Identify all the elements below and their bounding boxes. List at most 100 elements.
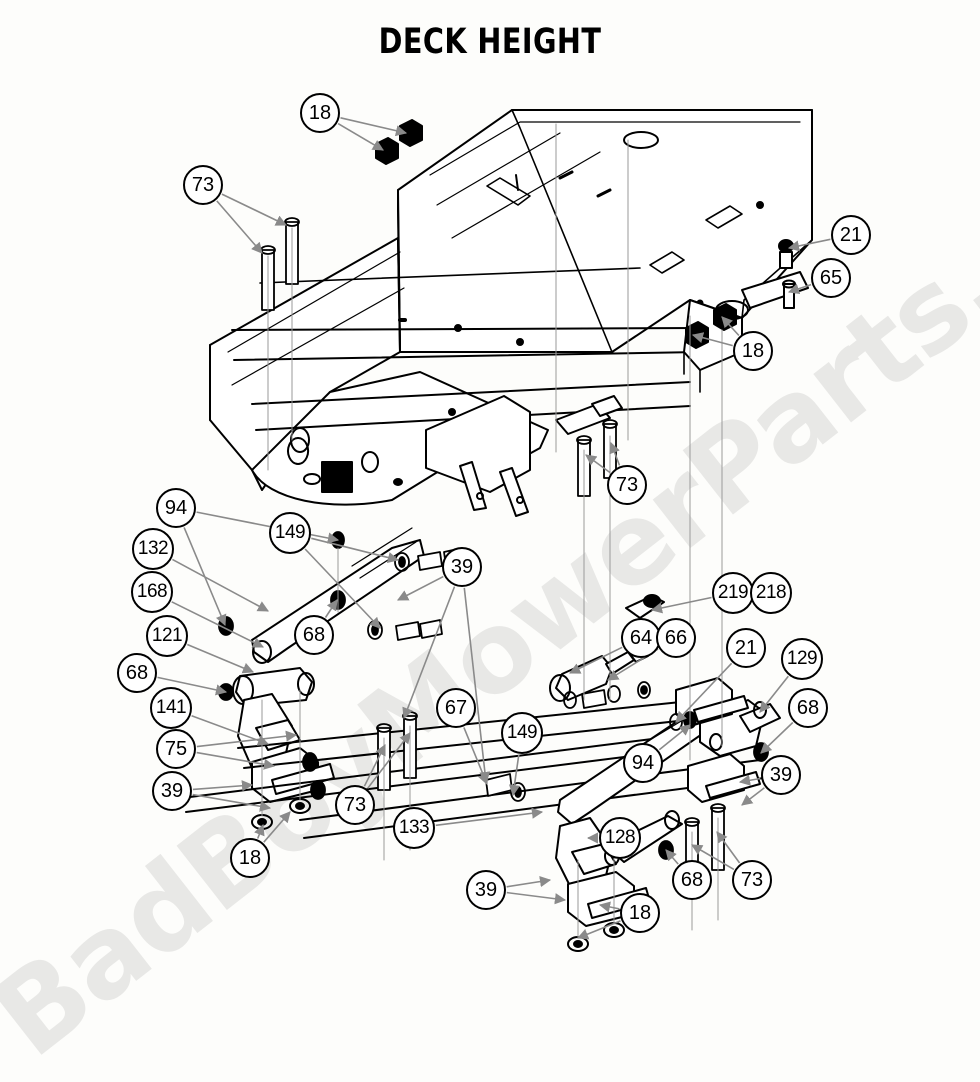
leader-line — [196, 751, 276, 770]
callout-label: 18 — [238, 846, 262, 869]
callout-168[interactable]: 168 — [131, 571, 173, 613]
callout-149[interactable]: 149 — [269, 512, 311, 554]
callout-133[interactable]: 133 — [393, 807, 435, 849]
callout-128[interactable]: 128 — [599, 817, 641, 859]
callout-73[interactable]: 73 — [732, 860, 772, 900]
callout-68[interactable]: 68 — [672, 860, 712, 900]
callout-label: 39 — [769, 763, 793, 786]
callout-75[interactable]: 75 — [156, 729, 196, 769]
leader-line — [324, 599, 338, 618]
leader-line — [675, 662, 733, 723]
leader-line — [585, 454, 611, 474]
leader-line — [263, 811, 291, 843]
callout-label: 218 — [755, 582, 787, 603]
leader-line — [787, 238, 831, 252]
callout-label: 94 — [631, 751, 655, 774]
callout-label: 64 — [629, 626, 653, 649]
callout-21[interactable]: 21 — [831, 215, 871, 255]
callout-label: 128 — [604, 827, 636, 848]
callout-67[interactable]: 67 — [436, 688, 476, 728]
diagram-sheet: DECK HEIGHT BadBoyMowerParts.com — [0, 22, 980, 1082]
leader-line — [665, 849, 679, 865]
callout-39[interactable]: 39 — [152, 771, 192, 811]
callout-18[interactable]: 18 — [300, 93, 340, 133]
leader-line — [508, 754, 520, 797]
callout-68[interactable]: 68 — [294, 615, 334, 655]
callout-18[interactable]: 18 — [620, 893, 660, 933]
callout-18[interactable]: 18 — [733, 331, 773, 371]
leader-line — [363, 743, 386, 787]
leader-line — [658, 724, 691, 751]
callout-219[interactable]: 219 — [712, 572, 754, 614]
leader-line — [192, 793, 272, 812]
leader-line — [186, 643, 255, 674]
callout-label: 66 — [664, 626, 688, 649]
leader-line — [397, 575, 444, 601]
callout-132[interactable]: 132 — [132, 528, 174, 570]
leader-line — [506, 891, 567, 905]
leader-line — [598, 901, 620, 913]
callout-18[interactable]: 18 — [230, 838, 270, 878]
leader-line — [721, 316, 740, 337]
callout-39[interactable]: 39 — [442, 547, 482, 587]
callout-39[interactable]: 39 — [761, 755, 801, 795]
callout-149[interactable]: 149 — [501, 712, 543, 754]
callout-94[interactable]: 94 — [156, 488, 196, 528]
leader-line — [402, 586, 456, 720]
callout-label: 141 — [155, 697, 187, 718]
leader-line — [463, 587, 491, 784]
callout-218[interactable]: 218 — [750, 572, 792, 614]
leader-line — [463, 727, 489, 786]
leader-line — [221, 193, 288, 226]
callout-66[interactable]: 66 — [656, 618, 696, 658]
page-title: DECK HEIGHT — [378, 22, 602, 62]
callout-65[interactable]: 65 — [811, 258, 851, 298]
callout-73[interactable]: 73 — [335, 785, 375, 825]
leader-lines — [157, 117, 831, 940]
leader-line — [337, 122, 384, 151]
callout-label: 73 — [740, 868, 764, 891]
callout-label: 68 — [796, 696, 820, 719]
leader-line — [760, 721, 794, 754]
callout-label: 65 — [819, 266, 843, 289]
leader-line — [172, 558, 269, 612]
callout-label: 21 — [839, 223, 863, 246]
leader-line — [691, 844, 735, 871]
callout-label: 132 — [137, 538, 169, 559]
callout-label: 75 — [164, 737, 188, 760]
callout-141[interactable]: 141 — [150, 687, 192, 729]
callout-label: 39 — [160, 779, 184, 802]
leader-line — [157, 676, 228, 696]
leader-line — [691, 332, 733, 347]
callout-label: 18 — [308, 101, 332, 124]
leader-line — [192, 780, 254, 792]
leader-line — [609, 441, 621, 466]
callout-121[interactable]: 121 — [146, 615, 188, 657]
callout-68[interactable]: 68 — [117, 653, 157, 693]
leader-line — [787, 283, 812, 295]
callout-68[interactable]: 68 — [788, 688, 828, 728]
leader-line — [741, 787, 765, 806]
leader-line — [738, 774, 761, 786]
callout-label: 67 — [444, 696, 468, 719]
callout-label: 68 — [680, 868, 704, 891]
callout-21[interactable]: 21 — [726, 628, 766, 668]
callout-label: 73 — [191, 173, 215, 196]
leader-line — [506, 876, 552, 888]
leader-line — [196, 511, 340, 544]
callout-73[interactable]: 73 — [183, 165, 223, 205]
callout-label: 133 — [398, 817, 430, 838]
callout-label: 219 — [717, 582, 749, 603]
callout-label: 149 — [506, 722, 538, 743]
leader-line — [216, 200, 263, 254]
leader-line — [568, 646, 623, 674]
callout-129[interactable]: 129 — [781, 638, 823, 680]
callout-73[interactable]: 73 — [607, 465, 647, 505]
callout-label: 68 — [125, 661, 149, 684]
callout-94[interactable]: 94 — [623, 743, 663, 783]
callout-64[interactable]: 64 — [621, 618, 661, 658]
leader-line — [304, 548, 381, 629]
callout-39[interactable]: 39 — [466, 870, 506, 910]
leader-line — [311, 537, 400, 563]
callout-label: 21 — [734, 636, 758, 659]
